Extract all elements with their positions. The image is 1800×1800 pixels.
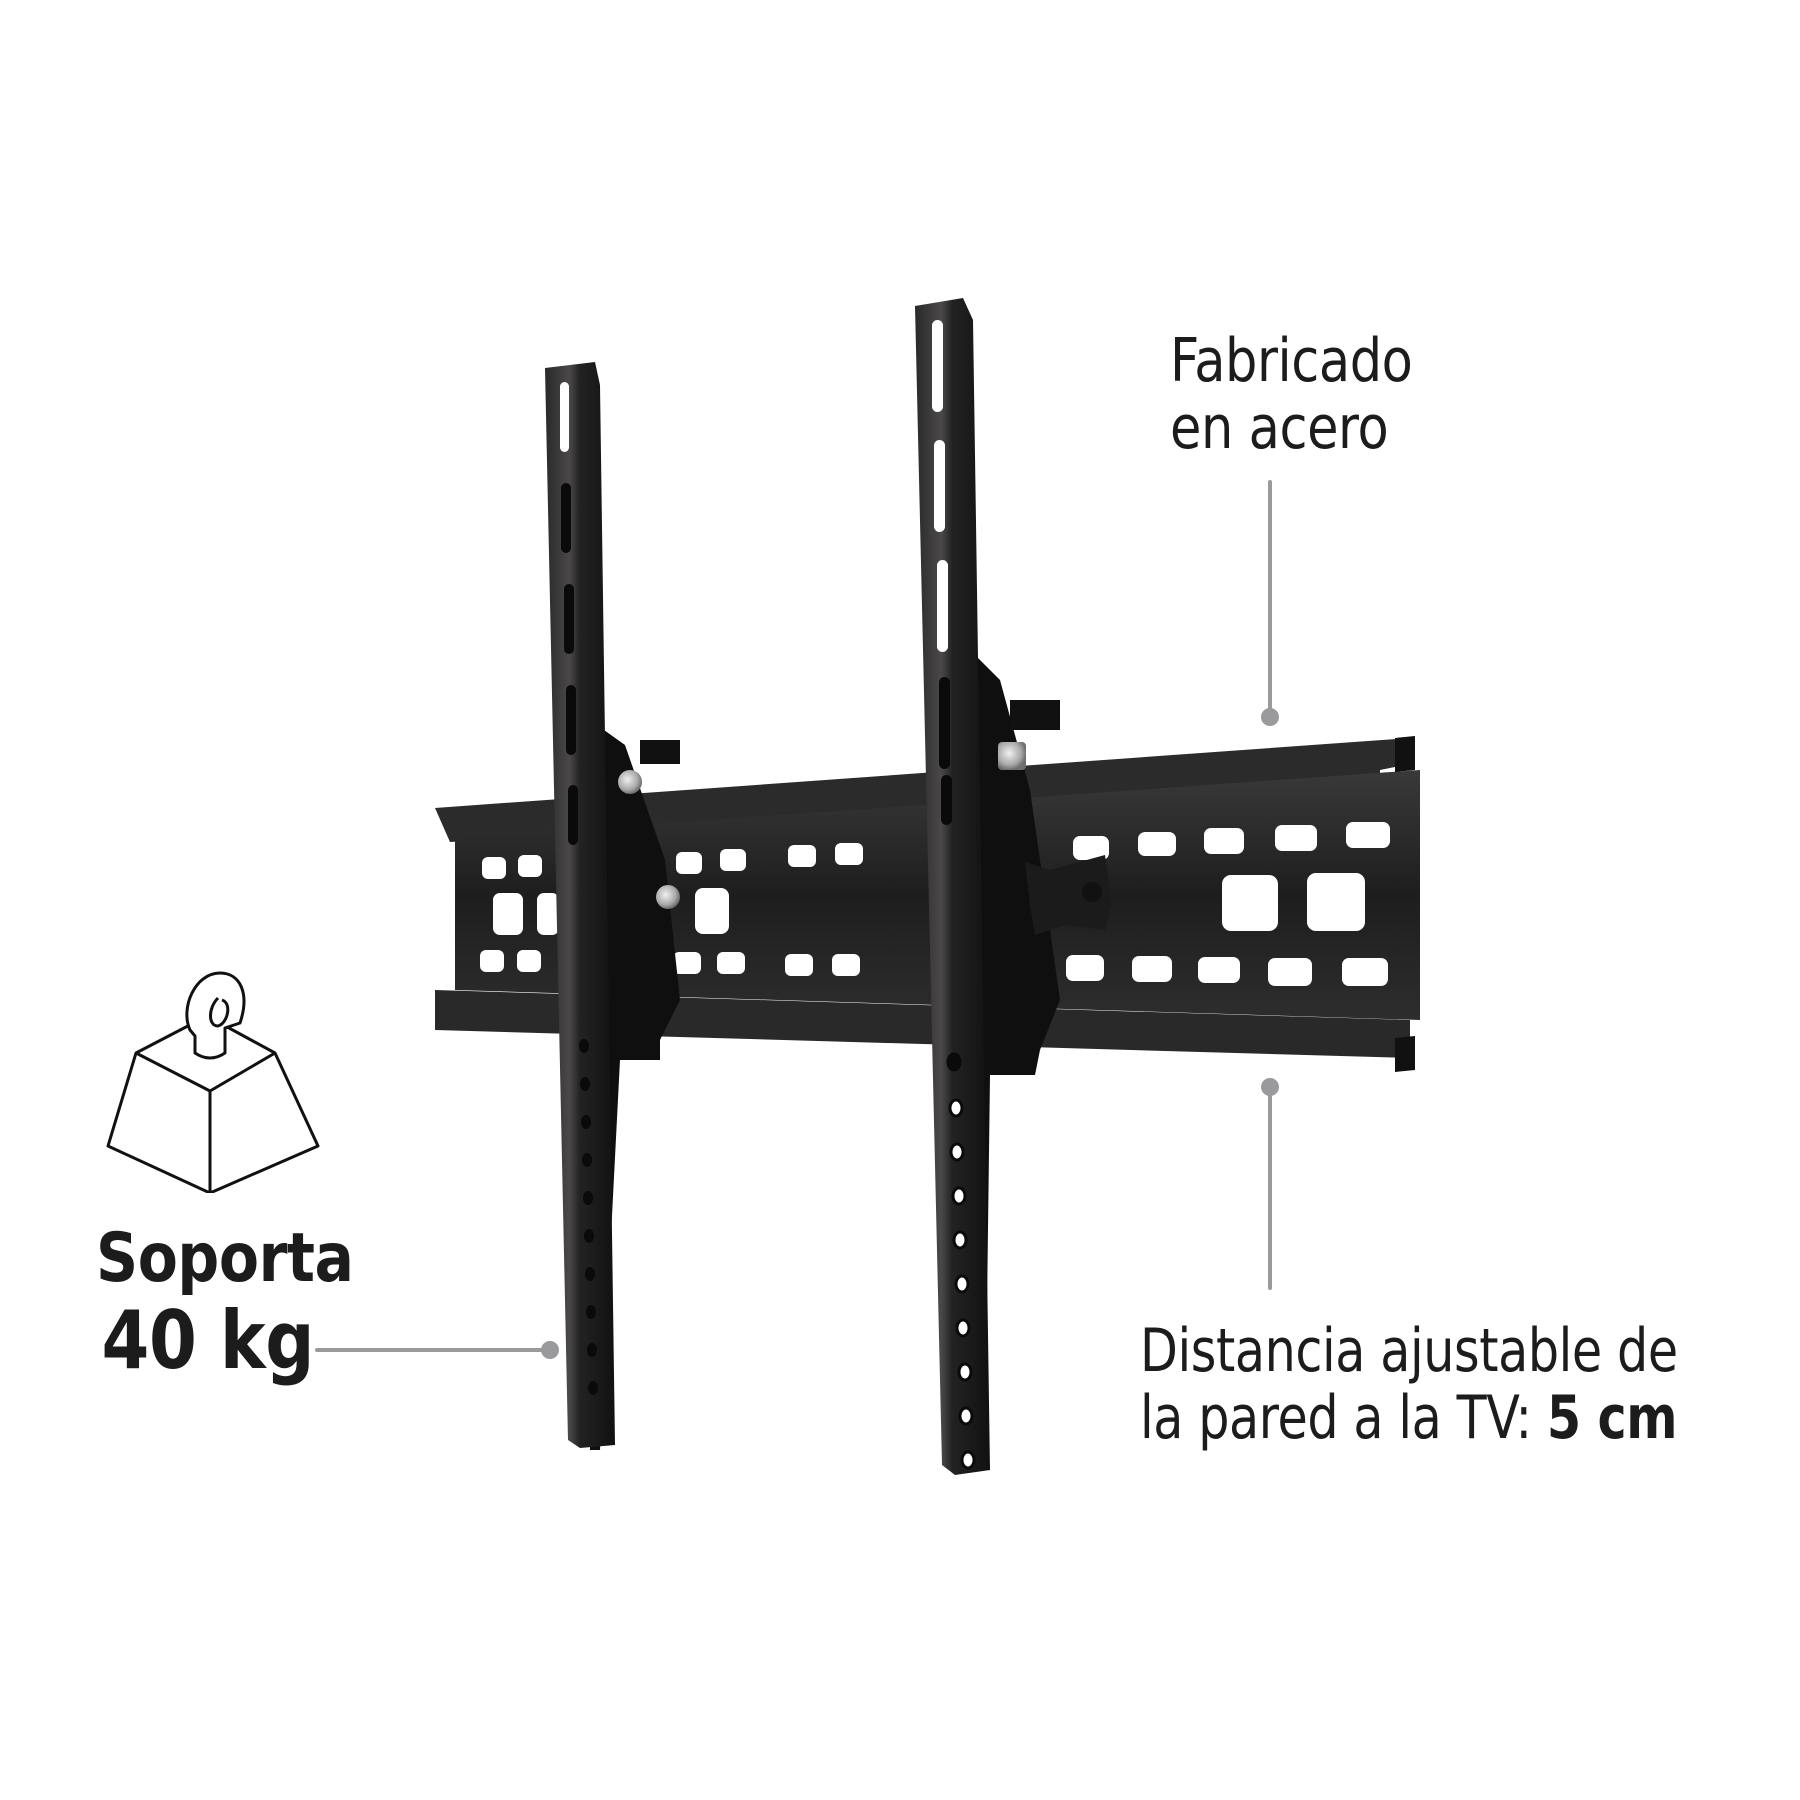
weight-callout: Soporta 40 kg <box>96 1219 354 1387</box>
tilt-knob <box>1025 855 1112 935</box>
weight-value: 40 kg <box>101 1293 315 1387</box>
material-line-1: Fabricado <box>1170 326 1413 396</box>
distance-line-1: Distancia ajustable de <box>1140 1316 1678 1386</box>
weight-line-1: Soporta <box>96 1219 354 1298</box>
material-line-2: en acero <box>1170 393 1389 464</box>
right-vertical-arm <box>915 298 1112 1475</box>
material-callout: Fabricado en acero <box>1170 326 1413 464</box>
weight-icon <box>106 971 320 1193</box>
distance-callout: Distancia ajustable de la pared a la TV:… <box>1140 1316 1678 1454</box>
distance-line-2-prefix: la pared a la TV: <box>1140 1383 1547 1454</box>
distance-value: 5 cm <box>1546 1383 1678 1454</box>
left-vertical-arm <box>545 362 680 1450</box>
bolt-icon <box>618 770 642 794</box>
